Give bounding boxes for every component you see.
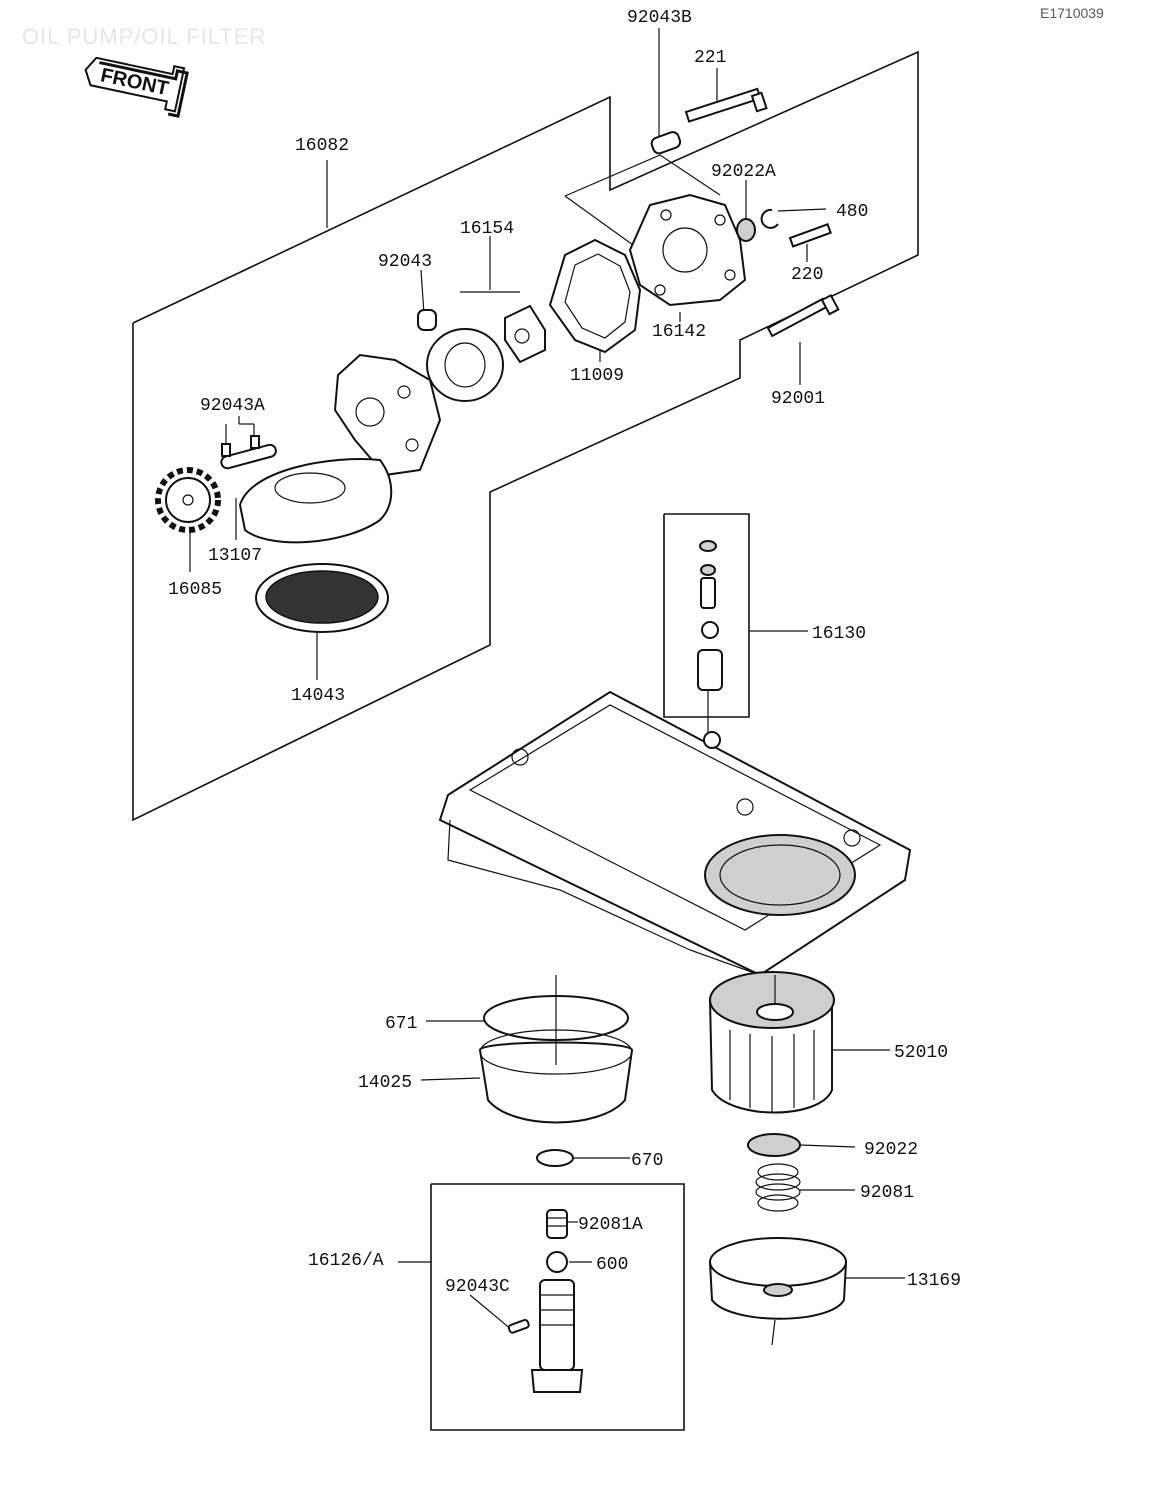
label-221: 221 [694,48,726,68]
label-52010: 52010 [894,1043,948,1063]
bolt-92001 [766,293,840,338]
gasket-11009 [548,238,642,354]
label-16154: 16154 [460,219,514,239]
bolt-220 [788,223,832,248]
filter-cup-13169 [708,1237,848,1346]
front-arrow-icon: FRONT [84,56,189,118]
label-670: 670 [631,1151,663,1171]
diagram-code: E1710039 [1040,5,1104,21]
pump-assembly-outline [132,50,919,822]
label-220: 220 [791,265,823,285]
pump-body [333,353,442,477]
label-16130: 16130 [812,624,866,644]
label-92001: 92001 [771,389,825,409]
part-labels: 92043B 221 16082 92022A 480 16154 92043 … [168,8,961,1297]
bolt-221 [684,87,768,123]
leader-line [564,195,641,251]
o-ring-670 [536,1149,574,1167]
relief-valve-box-16130 [663,513,750,735]
label-16142: 16142 [652,322,706,342]
label-16126A: 16126/A [308,1251,384,1271]
label-92081A: 92081A [578,1215,643,1235]
label-92043B: 92043B [627,8,692,28]
label-16082: 16082 [295,136,349,156]
pin-92043A-1 [221,443,231,457]
filter-cover-14025 [478,975,634,1124]
screen-14043 [255,563,389,633]
washer-92022A [736,218,756,242]
label-13169: 13169 [907,1271,961,1291]
pin-13107 [220,443,277,470]
filter-element-52010 [708,971,835,1114]
label-92043A: 92043A [200,396,265,416]
label-14043: 14043 [291,686,345,706]
bypass-valve-box-16126A [430,1183,685,1431]
label-671: 671 [385,1014,417,1034]
label-11009: 11009 [570,366,624,386]
diagram-title: OIL PUMP/OIL FILTER [22,24,266,49]
label-480: 480 [836,202,868,222]
oil-pickup [238,458,393,544]
inner-rotor-16154 [504,304,546,364]
label-16085: 16085 [168,580,222,600]
dowel-92043B [650,131,682,155]
washer-92022 [747,1133,801,1157]
label-92043: 92043 [378,252,432,272]
label-14025: 14025 [358,1073,412,1093]
leader-line [564,154,721,197]
label-92022: 92022 [864,1140,918,1160]
outer-rotor [426,328,504,402]
sprocket-16085 [155,467,221,533]
leader-lines [189,28,905,1331]
circlip-480 [760,208,779,229]
label-92043C: 92043C [445,1277,510,1297]
label-92022A: 92022A [711,162,776,182]
label-13107: 13107 [208,546,262,566]
oil-pan [438,690,912,977]
label-92081: 92081 [860,1183,914,1203]
dowel-92043 [417,309,437,331]
pump-cover-16142 [628,193,747,307]
pin-92043A-2 [250,435,260,449]
label-600: 600 [596,1255,628,1275]
spring-92081 [755,1163,801,1212]
